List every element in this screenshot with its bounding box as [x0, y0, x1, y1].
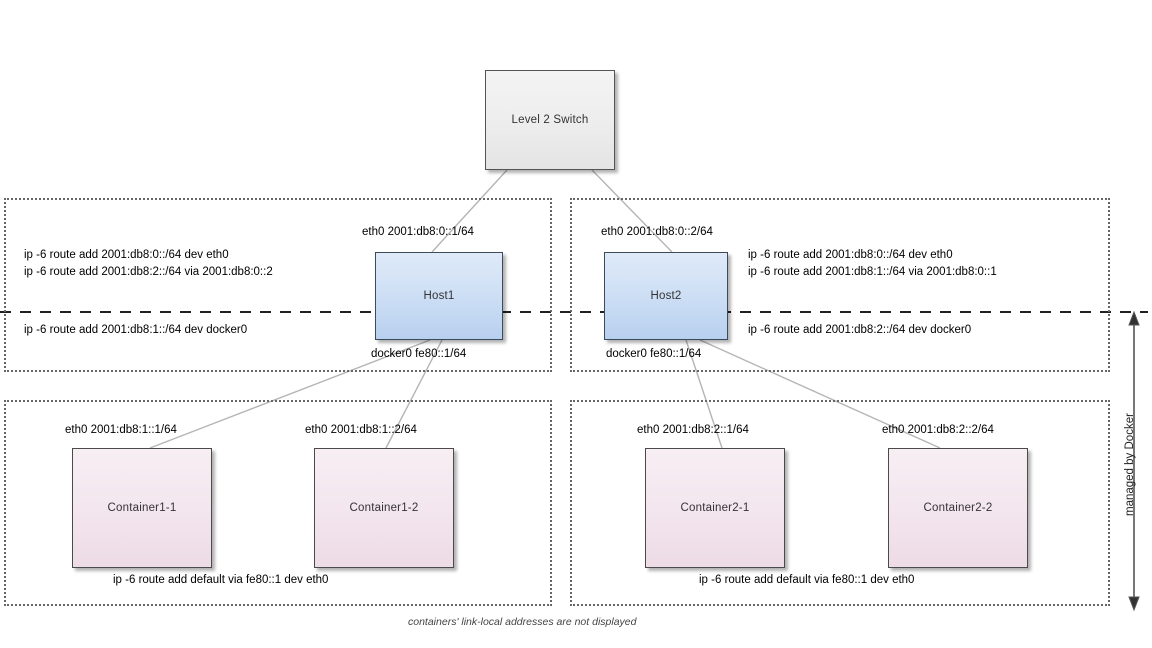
host1-route-below-1: ip -6 route add 2001:db8:1::/64 dev dock… [24, 324, 248, 336]
host1-zone [4, 198, 552, 372]
node-host1[interactable]: Host1 [375, 252, 503, 340]
label-container1-2-eth0: eth0 2001:db8:1::2/64 [305, 424, 417, 436]
host1-route-above-2: ip -6 route add 2001:db8:2::/64 via 2001… [24, 266, 273, 278]
label-host2-docker0: docker0 fe80::1/64 [606, 348, 702, 360]
host2-route-above-2: ip -6 route add 2001:db8:1::/64 via 2001… [748, 266, 997, 278]
node-container2-1-label: Container2-1 [680, 502, 750, 514]
node-container1-2[interactable]: Container1-2 [314, 448, 454, 568]
containers2-zone [570, 400, 1110, 606]
host1-routes-above: ip -6 route add 2001:db8:0::/64 dev eth0… [24, 247, 273, 281]
containers2-default-route: ip -6 route add default via fe80::1 dev … [699, 574, 915, 586]
node-container1-1-label: Container1-1 [107, 502, 177, 514]
node-level2-switch-label: Level 2 Switch [511, 114, 589, 126]
containers1-zone [4, 400, 552, 606]
label-container1-1-eth0: eth0 2001:db8:1::1/64 [65, 424, 177, 436]
host2-routes-above: ip -6 route add 2001:db8:0::/64 dev eth0… [748, 247, 997, 281]
node-host2-label: Host2 [650, 290, 682, 302]
label-container2-1-eth0: eth0 2001:db8:2::1/64 [637, 424, 749, 436]
label-host1-docker0: docker0 fe80::1/64 [371, 348, 467, 360]
footnote-link-local: containers' link-local addresses are not… [408, 616, 637, 628]
node-container2-1[interactable]: Container2-1 [645, 448, 785, 568]
node-container2-2[interactable]: Container2-2 [888, 448, 1028, 568]
host2-zone [570, 198, 1110, 372]
node-container1-1[interactable]: Container1-1 [72, 448, 212, 568]
label-host2-eth0: eth0 2001:db8:0::2/64 [601, 226, 713, 238]
label-host1-eth0: eth0 2001:db8:0::1/64 [362, 226, 474, 238]
node-level2-switch[interactable]: Level 2 Switch [485, 70, 615, 170]
node-host1-label: Host1 [423, 290, 455, 302]
node-container1-2-label: Container1-2 [349, 502, 419, 514]
managed-by-docker-label: managed by Docker [1124, 413, 1136, 516]
host2-route-above-1: ip -6 route add 2001:db8:0::/64 dev eth0 [748, 249, 953, 261]
host2-route-below-1: ip -6 route add 2001:db8:2::/64 dev dock… [748, 324, 972, 336]
label-container2-2-eth0: eth0 2001:db8:2::2/64 [882, 424, 994, 436]
host2-routes-below: ip -6 route add 2001:db8:2::/64 dev dock… [748, 322, 971, 339]
host1-routes-below: ip -6 route add 2001:db8:1::/64 dev dock… [24, 322, 247, 339]
containers1-default-route: ip -6 route add default via fe80::1 dev … [113, 574, 329, 586]
node-host2[interactable]: Host2 [604, 252, 728, 340]
host1-route-above-1: ip -6 route add 2001:db8:0::/64 dev eth0 [24, 249, 229, 261]
node-container2-2-label: Container2-2 [923, 502, 993, 514]
